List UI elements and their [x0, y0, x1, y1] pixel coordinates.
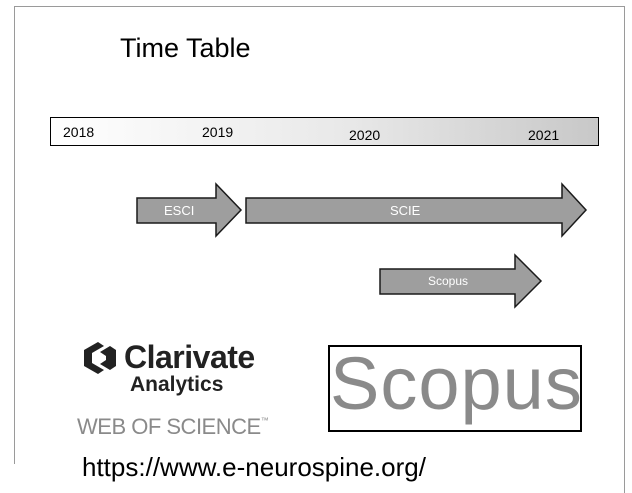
trademark-mark: ™ [260, 416, 269, 425]
web-of-science-logo: WEB OF SCIENCE™ [77, 414, 269, 440]
esci-arrow [136, 182, 243, 238]
year-label-2020: 2020 [349, 127, 381, 143]
scopus-arrow [379, 253, 543, 309]
clarivate-logo-subtitle: Analytics [130, 373, 224, 396]
slide-title: Time Table [120, 33, 251, 63]
scie-arrow-label: SCIE [390, 203, 421, 218]
scopus-arrow-label: Scopus [428, 274, 469, 288]
slide-frame-top [14, 6, 625, 7]
slide-frame-left [14, 6, 15, 464]
scopus-logo-text: Scopus [330, 345, 582, 425]
web-of-science-text: WEB OF SCIENCE [77, 414, 261, 439]
year-label-2021: 2021 [528, 127, 560, 143]
clarivate-logo-name: Clarivate [124, 339, 255, 375]
scopus-logo-box: Scopus [328, 345, 582, 432]
year-label-2019: 2019 [202, 124, 234, 140]
year-label-2018: 2018 [63, 124, 95, 140]
timeline-bar [50, 117, 599, 146]
source-url[interactable]: https://www.e-neurospine.org/ [82, 452, 426, 482]
slide-frame-right [624, 6, 625, 493]
clarivate-logo-icon [84, 342, 116, 374]
scie-arrow [245, 182, 588, 238]
esci-arrow-label: ESCI [164, 203, 195, 218]
